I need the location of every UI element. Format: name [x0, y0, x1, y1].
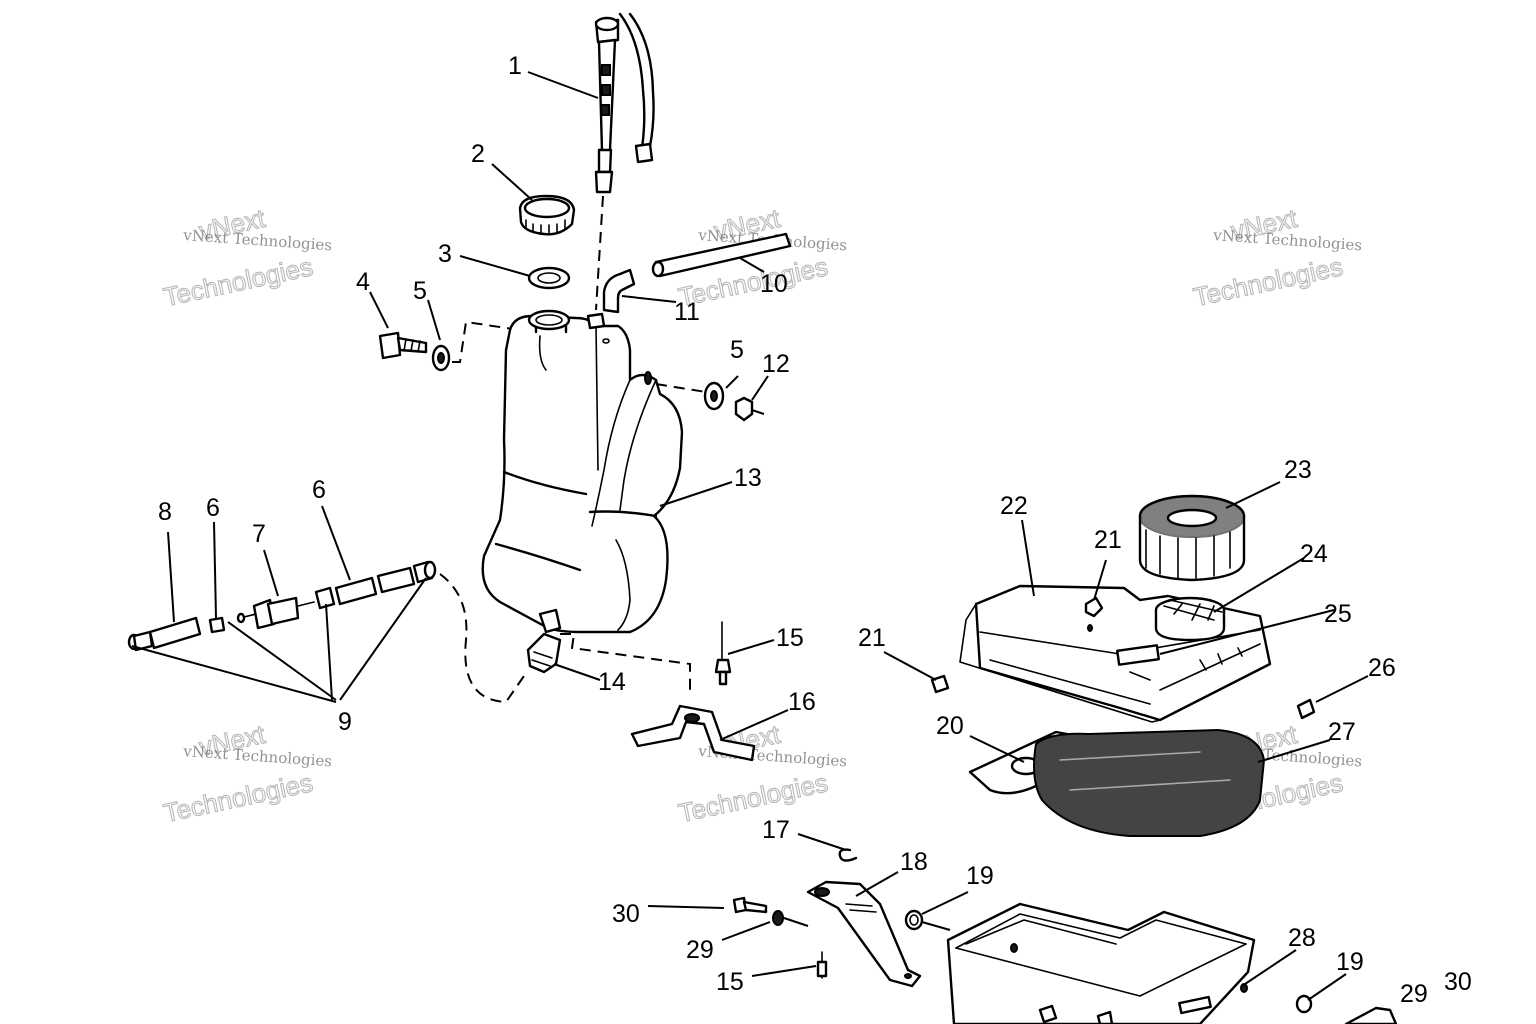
callout-12: 12: [762, 350, 790, 378]
part-5-washer-left: [431, 344, 451, 372]
callout-15-upper: 15: [776, 624, 804, 652]
callout-16: 16: [788, 688, 816, 716]
part-2-cap: [518, 194, 576, 236]
svg-text:vNext Technologies: vNext Technologies: [182, 742, 333, 770]
part-15-screw-upper: [714, 621, 732, 686]
callout-labels: 1 2 3 4 5 10 11 5 12 13 8 6 7 6 9 14 15 …: [158, 52, 1472, 1008]
bolt-route-line: [783, 917, 809, 927]
part-bracket-right: [1344, 1006, 1398, 1024]
part-17-clip: [838, 848, 858, 862]
callout-5-left: 5: [413, 277, 427, 305]
callout-20: 20: [936, 712, 964, 740]
part-7-inline-filter: [236, 596, 315, 630]
callout-29-left: 29: [686, 936, 714, 964]
callout-19-left: 19: [966, 862, 994, 890]
part-22-air-box-cover: [959, 584, 1272, 723]
part-16-bracket: [630, 704, 756, 762]
part-1-dipstick: [594, 12, 655, 194]
callout-27: 27: [1328, 718, 1356, 746]
grommet-route-line: [921, 921, 951, 931]
svg-text:vNext Technologies: vNext Technologies: [1212, 226, 1363, 254]
watermark-bottom-center: vNext vNext Technologies Technologies: [675, 718, 847, 828]
callout-6-right: 6: [312, 476, 326, 504]
part-29-washer-left: [772, 910, 784, 926]
callout-22: 22: [1000, 492, 1028, 520]
svg-text:Technologies: Technologies: [161, 767, 316, 828]
callout-5-right: 5: [730, 336, 744, 364]
part-10-vent-hose: [651, 232, 792, 278]
part-23-foam-filter: [1138, 494, 1246, 582]
callout-24: 24: [1300, 540, 1328, 568]
filter-routing-line: [439, 573, 525, 704]
callout-29-right: 29: [1400, 980, 1428, 1008]
svg-text:Technologies: Technologies: [676, 767, 831, 828]
svg-text:Technologies: Technologies: [1191, 251, 1346, 312]
dipstick-center-line: [595, 195, 604, 311]
part-6-hose-right: [314, 560, 437, 610]
callout-4: 4: [356, 268, 370, 296]
callout-19-right: 19: [1336, 948, 1364, 976]
callout-21-top: 21: [1094, 526, 1122, 554]
callout-14: 14: [598, 668, 626, 696]
part-18-strap-bracket: [806, 880, 922, 988]
callout-18: 18: [900, 848, 928, 876]
callout-23: 23: [1284, 456, 1312, 484]
part-8-hose-end: [127, 616, 202, 652]
callout-2: 2: [471, 140, 485, 168]
callout-25: 25: [1324, 600, 1352, 628]
callout-7: 7: [252, 520, 266, 548]
part-6-clamp-left: [208, 616, 226, 634]
svg-text:vNext Technologies: vNext Technologies: [182, 226, 333, 254]
part-15-screw-lower: [816, 951, 828, 979]
part-19-grommet-left: [904, 909, 924, 931]
callout-17: 17: [762, 816, 790, 844]
callout-11: 11: [674, 298, 700, 326]
callout-30-left: 30: [612, 900, 640, 928]
callout-1: 1: [508, 52, 522, 80]
callout-6-left: 6: [206, 494, 220, 522]
callout-30-right: 30: [1444, 968, 1472, 996]
leader-lines: [131, 71, 1369, 1001]
part-27-foam-pad: [1033, 728, 1266, 837]
part-11-elbow-fitting: [602, 268, 636, 314]
svg-text:Technologies: Technologies: [161, 251, 316, 312]
fitting-mount-line: [560, 633, 691, 696]
watermark-bottom-left: vNext vNext Technologies Technologies: [160, 718, 333, 828]
callout-21-left: 21: [858, 624, 886, 652]
callout-13: 13: [734, 464, 762, 492]
part-28-battery-box: [946, 902, 1256, 1024]
part-12-nut: [734, 396, 765, 422]
callout-3: 3: [438, 240, 452, 268]
callout-10: 10: [760, 270, 788, 298]
callout-28: 28: [1288, 924, 1316, 952]
part-13-oil-tank: [481, 309, 684, 634]
part-26-clip: [1296, 698, 1316, 720]
callout-15-lower: 15: [716, 968, 744, 996]
part-3-gasket: [527, 266, 571, 290]
callout-8: 8: [158, 498, 172, 526]
callout-9: 9: [338, 708, 352, 736]
part-4-bolt: [378, 331, 428, 360]
bolt-center-line: [452, 320, 521, 363]
part-5-washer-right: [703, 381, 725, 411]
callout-26: 26: [1368, 654, 1396, 682]
part-19-grommet-right: [1295, 994, 1313, 1014]
watermark-top-right: vNext vNext Technologies Technologies: [1190, 202, 1363, 312]
tank-mount-line: [655, 383, 707, 393]
watermark-top-left: vNext vNext Technologies Technologies: [160, 202, 333, 312]
part-30-bolt-left: [732, 896, 768, 914]
